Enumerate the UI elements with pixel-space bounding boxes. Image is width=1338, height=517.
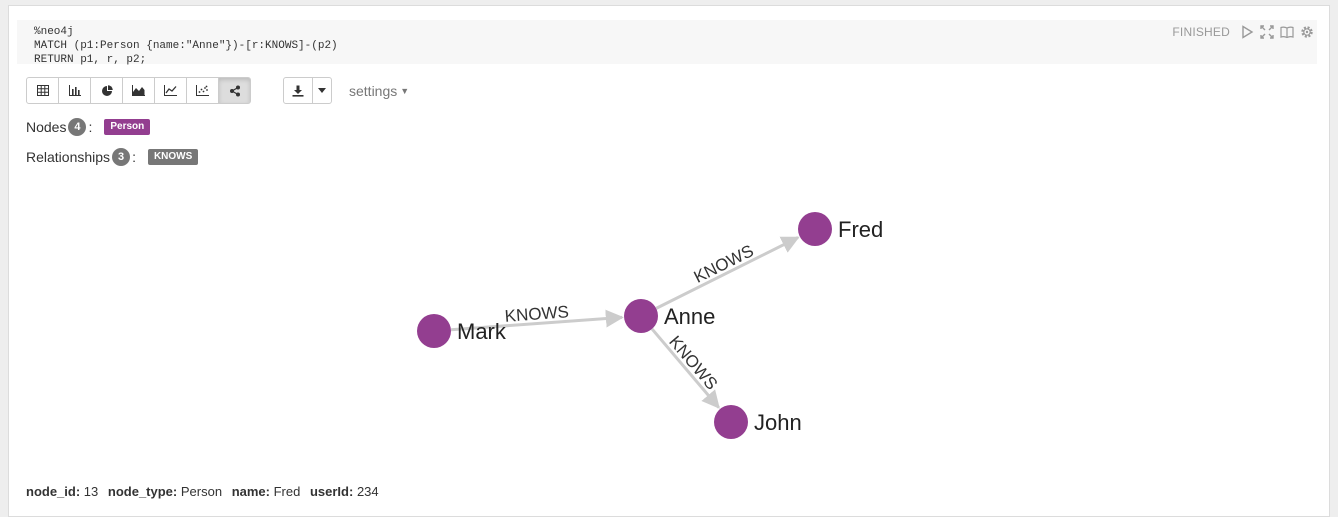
line-chart-button[interactable]: [154, 77, 187, 104]
node-label: John: [754, 410, 802, 435]
relationship-label-tag[interactable]: KNOWS: [147, 149, 199, 165]
property-key: userId:: [309, 484, 354, 499]
line-chart-icon: [164, 85, 177, 96]
property-key: node_type:: [107, 484, 178, 499]
network-icon: [229, 85, 240, 96]
area-chart-icon: [132, 85, 145, 96]
book-icon[interactable]: [1280, 25, 1294, 39]
expand-icon[interactable]: [1260, 25, 1274, 39]
download-icon: [292, 85, 304, 97]
graph-node[interactable]: [714, 405, 748, 439]
property-value: 234: [356, 484, 379, 499]
relationships-label: Relationships: [26, 149, 111, 165]
graph-edge[interactable]: [650, 327, 720, 409]
nodes-summary: Nodes 4 : Person: [26, 118, 151, 136]
pie-chart-icon: [101, 84, 113, 96]
property-value: 13: [83, 484, 99, 499]
settings-dropdown[interactable]: settings▼: [349, 83, 409, 99]
nodes-count-badge: 4: [68, 118, 87, 136]
node-label-tag[interactable]: Person: [104, 119, 151, 135]
graph-edge[interactable]: [450, 309, 624, 332]
paragraph-controls: FINISHED: [1172, 25, 1314, 39]
table-view-button[interactable]: [26, 77, 59, 104]
play-icon[interactable]: [1240, 25, 1254, 39]
property-key: name:: [231, 484, 270, 499]
graph-node[interactable]: [417, 314, 451, 348]
scatter-chart-button[interactable]: [186, 77, 219, 104]
status-text: FINISHED: [1172, 25, 1230, 39]
selected-node-properties: node_id: 13 node_type: Person name: Fred…: [26, 484, 385, 499]
code-line: MATCH (p1:Person {name:"Anne"})-[r:KNOWS…: [34, 40, 338, 52]
gear-icon[interactable]: [1300, 25, 1314, 39]
edge-label: KNOWS: [665, 332, 721, 393]
code-line: %neo4j: [34, 26, 74, 38]
property-key: node_id:: [26, 484, 81, 499]
nodes-label: Nodes: [26, 119, 67, 135]
network-view-button[interactable]: [218, 77, 251, 104]
table-icon: [36, 85, 49, 96]
bar-chart-button[interactable]: [58, 77, 91, 104]
relationships-count-badge: 3: [112, 148, 131, 166]
visualization-toolbar: [26, 77, 251, 104]
chevron-down-icon: [318, 88, 326, 93]
editor-gutter: [17, 20, 1317, 64]
node-label: Mark: [457, 319, 507, 344]
edge-label: KNOWS: [504, 302, 569, 326]
code-line: RETURN p1, r, p2;: [34, 54, 147, 66]
node-label: Anne: [664, 304, 715, 329]
scatter-chart-icon: [196, 85, 209, 96]
graph-node[interactable]: [798, 212, 832, 246]
caret-down-icon: ▼: [400, 86, 410, 96]
node-label: Fred: [838, 217, 883, 242]
settings-label: settings: [349, 83, 398, 99]
download-dropdown-button[interactable]: [312, 77, 332, 104]
property-value: Person: [180, 484, 223, 499]
relationships-summary: Relationships 3 : KNOWS: [26, 148, 199, 166]
property-value: Fred: [273, 484, 301, 499]
graph-edge[interactable]: [655, 236, 800, 310]
graph-node[interactable]: [624, 299, 658, 333]
bar-chart-icon: [68, 85, 81, 96]
download-group: [283, 77, 332, 104]
